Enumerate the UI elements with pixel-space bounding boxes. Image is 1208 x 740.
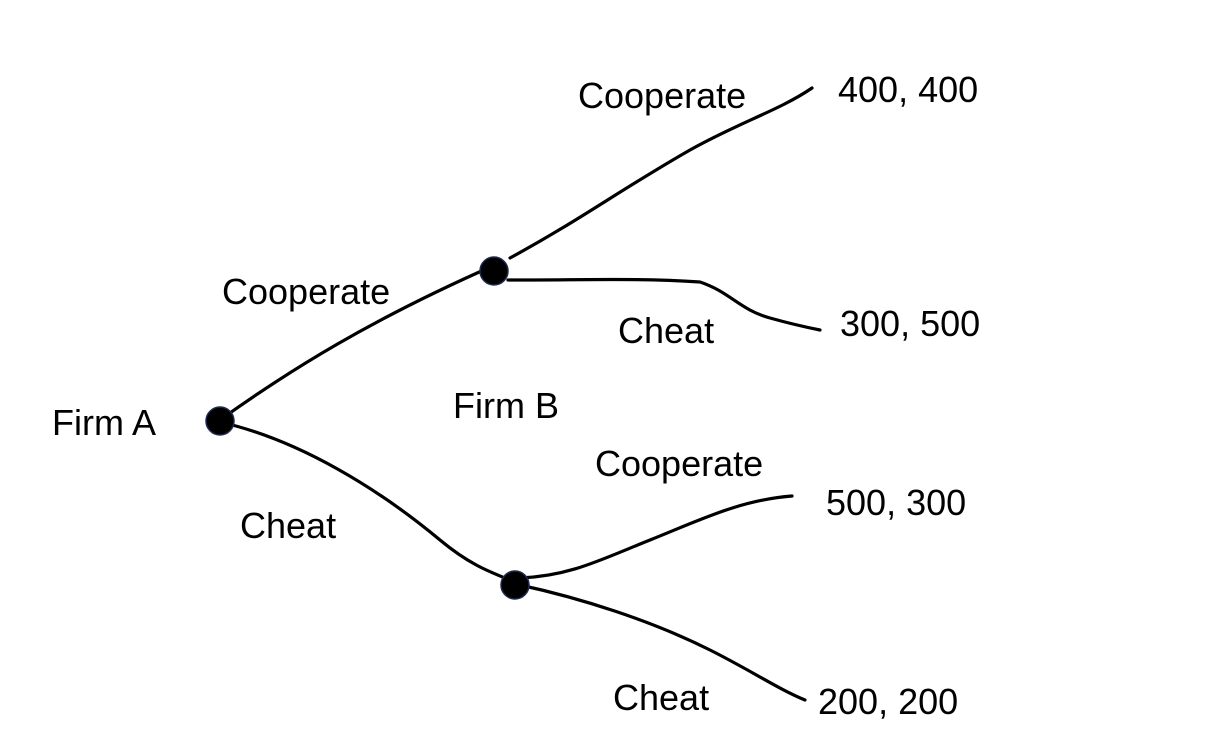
action-label-upper-cooperate: Cooperate: [578, 75, 747, 116]
action-label-upper-cheat: Cheat: [618, 310, 715, 351]
node-firm-b-lower: [500, 570, 530, 600]
edge-lower-cooperate: [518, 494, 794, 580]
edge-a-cooperate: [218, 263, 497, 422]
payoff-lower-cooperate: 500, 300: [826, 482, 967, 523]
player-label-firm-a: Firm A: [52, 402, 156, 443]
action-label-a-cheat: Cheat: [240, 505, 337, 546]
edge-upper-cooperate: [508, 86, 814, 260]
edge-a-cheat: [218, 420, 517, 584]
payoff-upper-cheat: 300, 500: [840, 303, 981, 344]
payoff-lower-cheat: 200, 200: [818, 681, 959, 722]
action-label-lower-cheat: Cheat: [613, 677, 710, 718]
player-label-firm-b: Firm B: [453, 385, 559, 426]
payoff-upper-cooperate: 400, 400: [838, 69, 979, 110]
edge-upper-cheat: [506, 277, 822, 332]
node-firm-b-upper: [479, 256, 509, 286]
edge-lower-cheat: [518, 583, 807, 702]
action-label-lower-cooperate: Cooperate: [595, 443, 764, 484]
node-firm-a: [205, 406, 235, 436]
action-label-a-cooperate: Cooperate: [222, 271, 391, 312]
